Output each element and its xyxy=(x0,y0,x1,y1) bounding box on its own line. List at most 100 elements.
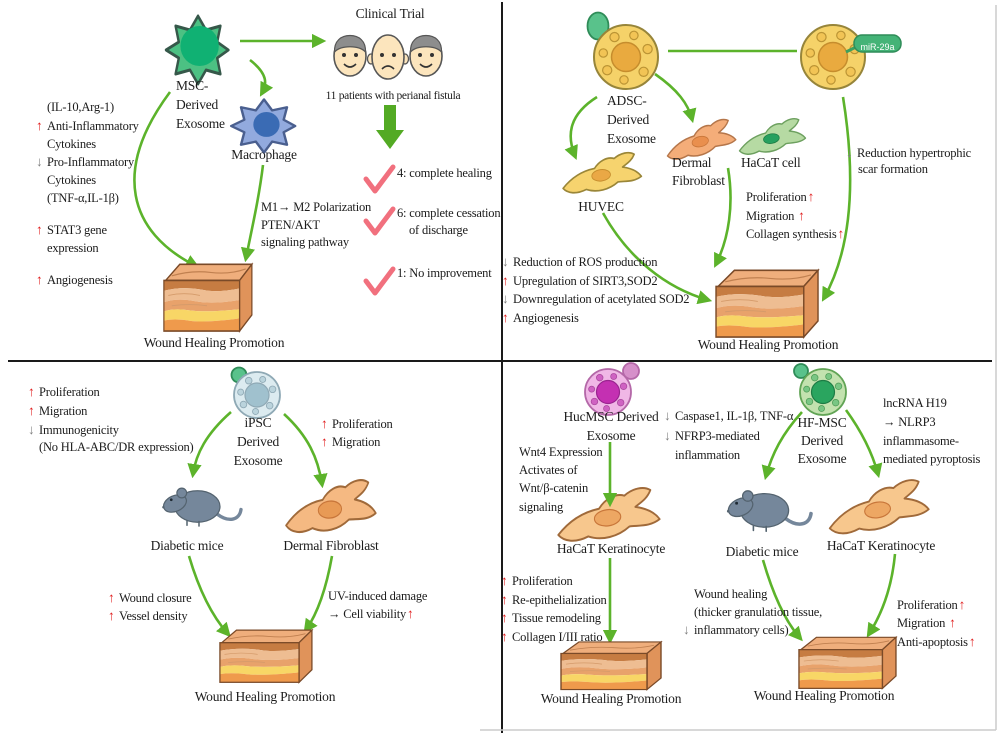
stat-row: ↓Reduction of ROS production xyxy=(502,254,658,269)
q1-stat3-stats: ↑STAT3 gene expression xyxy=(36,221,107,257)
stat-row: → Cell viability↑ xyxy=(328,606,414,622)
mir29a-cell-icon xyxy=(800,24,866,90)
skin-block-icon xyxy=(798,636,897,690)
q3-left-stats: ↑Proliferation ↑Migration ↓Immunogenicit… xyxy=(28,383,194,457)
stat-row: ↑Re-epithelialization xyxy=(501,591,607,607)
arrow-fibroblast-to-skin xyxy=(303,555,334,634)
adsc-exosome-label: ADSC- Derived Exosome xyxy=(607,93,656,146)
stat-row: ↑Proliferation xyxy=(501,573,573,588)
checkmark-icon xyxy=(363,164,396,194)
arrow-mice-to-skin xyxy=(187,555,231,638)
exosome-vesicle-icon xyxy=(793,363,809,379)
arrow-adsc-to-huvec xyxy=(564,95,598,160)
q4-caspase-stats: ↓Caspase1, IL-1β, TNF-α ↓NFRP3-mediated … xyxy=(664,406,793,465)
hucmsc-cell-icon xyxy=(584,368,632,416)
outcome-no-improvement: 1: No improvement xyxy=(397,266,492,280)
patients-label: 11 patients with perianal fistula xyxy=(325,90,461,102)
hfmsc-exosome-label: HF-MSC Derived Exosome xyxy=(797,415,847,466)
stat-row: (TNF-α,IL-1β) xyxy=(47,190,119,205)
clinical-trial-label: Clinical Trial xyxy=(355,6,425,21)
dermal-fibroblast-label: Dermal Fibroblast xyxy=(672,155,725,188)
arrow-huvec-to-skin xyxy=(601,212,713,305)
arrow-mice-to-skin xyxy=(761,559,803,642)
wound-healing-label: Wound Healing Promotion xyxy=(143,335,285,350)
hacat-keratinocyte-icon xyxy=(824,476,932,538)
q4-effect-stats-right: Proliferation↑ Migration ↑ Anti-apoptosi… xyxy=(897,596,976,651)
stat-row: ↑Vessel density xyxy=(108,608,188,623)
wound-healing-label: Wound Healing Promotion xyxy=(540,691,682,706)
diabetic-mice-label: Diabetic mice xyxy=(725,544,799,559)
dermal-fibroblast-icon xyxy=(282,477,378,536)
stat-row: ↑Wound closure xyxy=(108,590,192,605)
stat-row: UV-induced damage xyxy=(328,589,428,603)
stat-row: Proliferation↑ xyxy=(897,597,966,612)
stat-row: ↑Proliferation xyxy=(321,416,393,431)
macrophage-cell-icon xyxy=(229,98,297,154)
arrow-fibroblast-to-skin xyxy=(714,167,732,268)
hucmsc-exosome-label: HucMSC Derived Exosome xyxy=(563,409,659,443)
exosome-vesicle-icon xyxy=(622,362,640,380)
stat-row: ↑Proliferation xyxy=(28,384,100,399)
mouse-icon xyxy=(723,488,813,534)
stat-row: ↑Tissue remodeling xyxy=(501,610,601,626)
hacat-cell-label: HaCaT cell xyxy=(741,155,801,170)
stat-row: ↓Downregulation of acetylated SOD2 xyxy=(502,291,690,307)
patient-faces-icon xyxy=(333,34,443,80)
hfmsc-cell-icon xyxy=(799,368,847,416)
scar-reduction-note-line2: scar formation xyxy=(858,162,928,176)
dermal-fibroblast-label: Dermal Fibroblast xyxy=(283,538,379,553)
checkmark-icon xyxy=(363,266,396,296)
stat-row: Collagen synthesis↑ xyxy=(746,226,845,242)
q3-uv-note: UV-induced damage → Cell viability↑ xyxy=(328,587,428,623)
stat-row: Cytokines xyxy=(47,173,96,188)
q1-pathway-note: M1→ M2 Polarization PTEN/AKT signaling p… xyxy=(261,200,372,249)
arrow-hacat-to-skin xyxy=(866,553,897,638)
stat-row: (IL-10,Arg-1) xyxy=(47,100,114,114)
outcome-cessation-line2: of discharge xyxy=(409,223,468,237)
stat-row: ↓Pro-Inflammatory xyxy=(36,154,135,170)
stat-row: expression xyxy=(47,240,99,255)
q4-wnt-note: Wnt4 Expression Activates of Wnt/β-caten… xyxy=(519,445,603,514)
outcome-complete-healing: 4: complete healing xyxy=(397,166,492,180)
exosome-vesicle-icon xyxy=(586,11,610,41)
wound-healing-label: Wound Healing Promotion xyxy=(194,689,336,704)
arrow-adsc-to-fibroblast xyxy=(654,72,697,124)
skin-block-icon xyxy=(219,629,313,683)
stat-row: Cytokines xyxy=(47,136,96,151)
wound-healing-label: Wound Healing Promotion xyxy=(697,337,839,352)
huvec-cell-icon xyxy=(559,150,644,196)
q4-lncrna-note: lncRNA H19 → NLRP3 inflammasome- mediate… xyxy=(883,396,981,467)
stat-row: ↓NFRP3-mediated xyxy=(664,428,760,443)
stat-row: ↑Upregulation of SIRT3,SOD2 xyxy=(502,272,658,288)
mir29a-tag-label: miR-29a xyxy=(860,42,895,52)
ipsc-exosome-label: iPSC Derived Exosome xyxy=(233,415,283,468)
hacat-cell-icon xyxy=(735,116,808,157)
hacat-keratinocyte-label: HaCaT Keratinocyte xyxy=(556,541,666,556)
arrow-mir29a-to-skin xyxy=(821,96,852,302)
stat-row: ↓Caspase1, IL-1β, TNF-α xyxy=(664,408,794,423)
stat-row: ↑STAT3 gene xyxy=(36,222,107,237)
arrow-ipsc-to-mice xyxy=(187,411,232,479)
q1-angiogenesis-stat: ↑Angiogenesis xyxy=(36,272,113,287)
mouse-icon xyxy=(159,486,243,528)
arrow-macrophage-to-skin xyxy=(240,164,265,263)
hacat-keratinocyte-label: HaCaT Keratinocyte xyxy=(826,538,936,553)
scar-reduction-note: ↓Reduction hypertrophic xyxy=(846,145,971,160)
skin-block-icon xyxy=(560,641,662,691)
stat-row: (No HLA-ABC/DR expression) xyxy=(39,440,194,455)
stat-row: Migration ↑ xyxy=(897,615,956,631)
q1-cytokine-stats: (IL-10,Arg-1) ↑Anti-Inflammatory Cytokin… xyxy=(36,99,139,208)
skin-block-icon xyxy=(163,263,253,332)
stat-row: (thicker granulation tissue, xyxy=(694,605,823,619)
stat-row: Anti-apoptosis↑ xyxy=(897,633,976,649)
arrow-ipsc-to-fibroblast xyxy=(283,413,328,489)
diabetic-mice-label: Diabetic mice xyxy=(150,538,224,553)
outcome-cessation: 6: complete cessation xyxy=(397,206,501,220)
stat-row: ↓Immunogenicity xyxy=(28,421,119,437)
arrow-msc-to-skin xyxy=(133,91,200,268)
q4-effect-stats-left: ↑Proliferation ↑Re-epithelialization ↑Ti… xyxy=(501,572,607,647)
arrow-hfmsc-to-mice xyxy=(761,411,803,481)
msc-exosome-cell-icon xyxy=(164,14,230,86)
